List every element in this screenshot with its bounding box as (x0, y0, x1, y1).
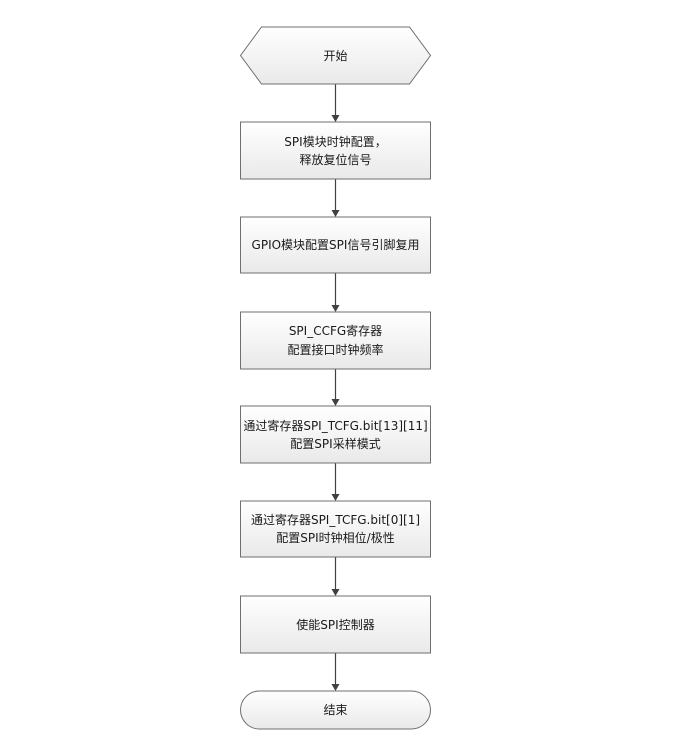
step-5-box (240, 500, 431, 558)
step-1-line-1: SPI模块时钟配置， (284, 134, 386, 149)
start-label: 开始 (323, 49, 347, 63)
arrow-step-6-to-end (331, 684, 340, 691)
end-node: 结束 (240, 690, 431, 730)
arrow-step-4-to-step-5 (331, 494, 340, 501)
step-3-line-1: SPI_CCFG寄存器 (289, 323, 382, 338)
start-node: 开始 (239, 26, 432, 85)
arrow-step-2-to-step-3 (331, 305, 340, 312)
step-2: GPIO模块配置SPI信号引脚复用 (240, 216, 431, 274)
step-5-line-2: 配置SPI时钟相位/极性 (276, 530, 394, 545)
step-1-box (240, 121, 431, 180)
step-3-box (240, 311, 431, 370)
arrow-step-5-to-step-6 (331, 589, 340, 596)
step-6: 使能SPI控制器 (240, 595, 431, 654)
step-6-line-1: 使能SPI控制器 (296, 617, 374, 632)
step-1: SPI模块时钟配置， 释放复位信号 (240, 121, 431, 180)
step-2-line-1: GPIO模块配置SPI信号引脚复用 (252, 237, 420, 252)
step-3: SPI_CCFG寄存器 配置接口时钟频率 (240, 311, 431, 370)
arrow-step-3-to-step-4 (331, 399, 340, 406)
step-4-box (240, 405, 431, 464)
step-4: 通过寄存器SPI_TCFG.bit[13][11] 配置SPI采样模式 (240, 405, 431, 464)
step-4-line-1: 通过寄存器SPI_TCFG.bit[13][11] (243, 418, 427, 433)
end-label: 结束 (323, 703, 347, 717)
start-node-shape (239, 26, 432, 85)
arrow-step-1-to-step-2 (331, 210, 340, 217)
step-4-line-2: 配置SPI采样模式 (290, 436, 380, 451)
step-3-line-2: 配置接口时钟频率 (287, 342, 383, 357)
step-1-line-2: 释放复位信号 (299, 152, 371, 167)
step-5: 通过寄存器SPI_TCFG.bit[0][1] 配置SPI时钟相位/极性 (240, 500, 431, 558)
step-2-box (240, 216, 431, 274)
arrow-start-to-step-1 (331, 115, 340, 122)
step-5-line-1: 通过寄存器SPI_TCFG.bit[0][1] (251, 512, 420, 527)
step-6-box (240, 595, 431, 654)
edges (331, 84, 340, 691)
end-node-shape (240, 690, 431, 730)
